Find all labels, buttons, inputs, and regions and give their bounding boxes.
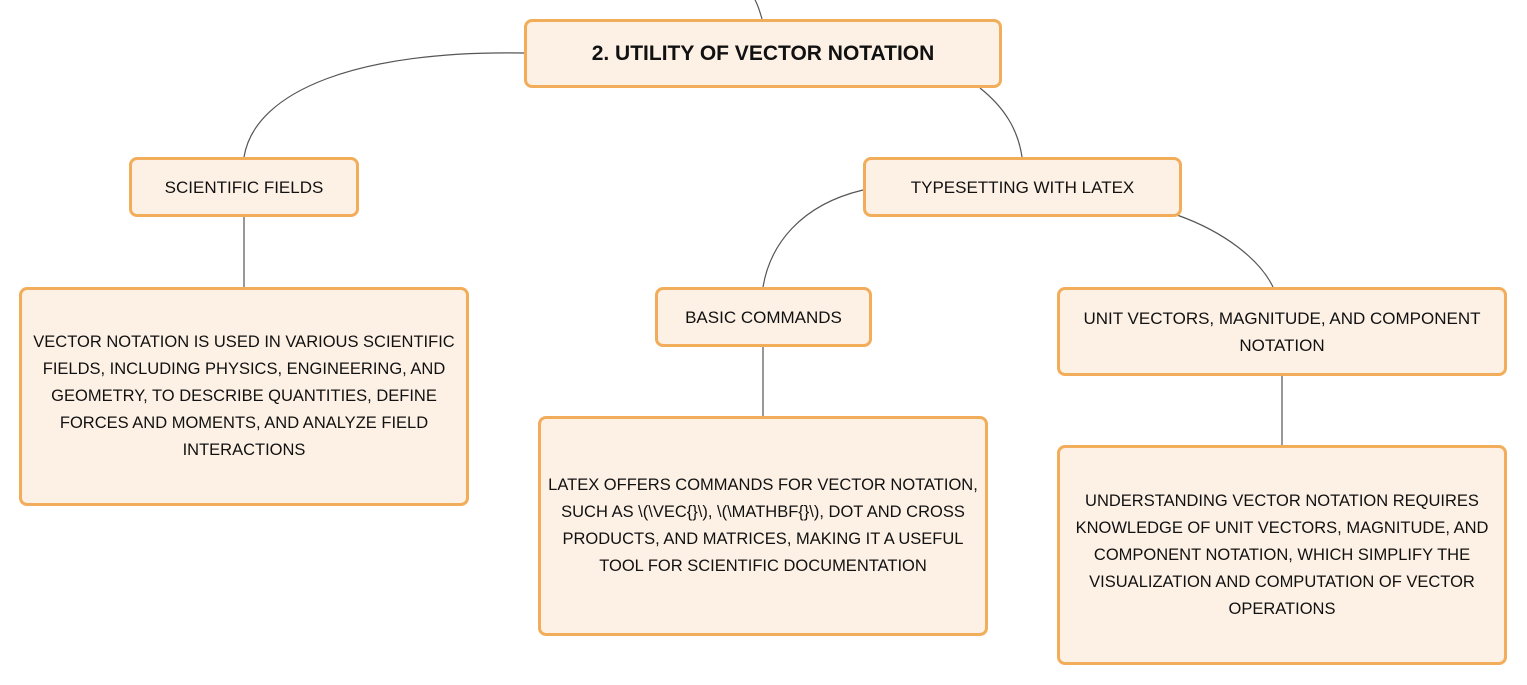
connector-root-to-scientific-fields xyxy=(243,52,525,158)
scientific-fields-desc-node[interactable]: VECTOR NOTATION IS USED IN VARIOUS SCIEN… xyxy=(19,287,469,506)
basic-commands-desc-node[interactable]: LATEX OFFERS COMMANDS FOR VECTOR NOTATIO… xyxy=(538,416,988,636)
connector-root-to-typesetting xyxy=(979,87,1023,158)
basic-commands-label: BASIC COMMANDS xyxy=(685,307,842,327)
basic-commands-node[interactable]: BASIC COMMANDS xyxy=(655,287,872,347)
connector-typesetting-to-unit-vectors xyxy=(1176,214,1274,288)
scientific-fields-desc-text: VECTOR NOTATION IS USED IN VARIOUS SCIEN… xyxy=(33,333,455,459)
typesetting-with-latex-label: TYPESETTING WITH LATEX xyxy=(910,177,1135,197)
unit-vectors-desc-text: UNDERSTANDING VECTOR NOTATION REQUIRES K… xyxy=(1075,491,1489,618)
basic-commands-desc-text: LATEX OFFERS COMMANDS FOR VECTOR NOTATIO… xyxy=(548,476,978,575)
unit-vectors-label: UNIT VECTORS, MAGNITUDE, AND COMPONENT N… xyxy=(1083,308,1481,355)
typesetting-with-latex-node[interactable]: TYPESETTING WITH LATEX xyxy=(863,157,1182,217)
unit-vectors-node[interactable]: UNIT VECTORS, MAGNITUDE, AND COMPONENT N… xyxy=(1057,287,1507,376)
unit-vectors-desc-node[interactable]: UNDERSTANDING VECTOR NOTATION REQUIRES K… xyxy=(1057,445,1507,665)
root-node[interactable]: 2. UTILITY OF VECTOR NOTATION xyxy=(524,19,1002,88)
scientific-fields-node[interactable]: SCIENTIFIC FIELDS xyxy=(129,157,359,217)
connector-typesetting-to-basic-commands xyxy=(762,189,864,288)
scientific-fields-label: SCIENTIFIC FIELDS xyxy=(164,177,324,197)
root-node-label: 2. UTILITY OF VECTOR NOTATION xyxy=(591,41,935,65)
connector-parent-to-root xyxy=(754,0,763,20)
